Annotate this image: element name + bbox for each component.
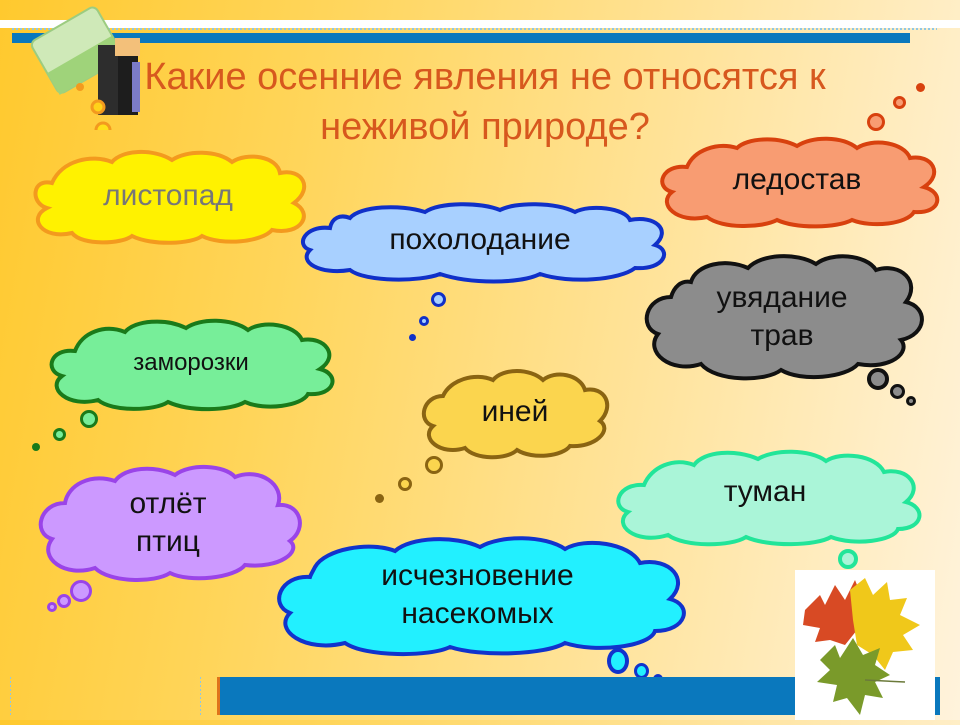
- bottom-dotted-divider: [10, 677, 11, 715]
- cloud-shape: [421, 369, 610, 460]
- cloud-label: исчезновение насекомых: [381, 559, 574, 630]
- cloud-label: отлёт птиц: [129, 487, 207, 558]
- cloud-uvyadanie[interactable]: увядание трав: [636, 252, 928, 382]
- cloud-iney[interactable]: иней: [415, 366, 615, 460]
- thought-bubble: [409, 334, 416, 341]
- cloud-shape: [660, 136, 940, 229]
- cloud-label: ледостав: [732, 162, 862, 196]
- thought-bubble: [419, 316, 429, 326]
- cloud-shape: [49, 318, 335, 412]
- cloud-ledostav[interactable]: ледостав: [652, 132, 942, 229]
- thought-bubble: [916, 83, 925, 92]
- thought-bubble: [53, 428, 66, 441]
- thought-bubble: [47, 602, 57, 612]
- thought-bubble: [890, 384, 905, 399]
- maple-leaves-photo: [795, 570, 935, 720]
- cloud-zamorozki[interactable]: заморозки: [40, 316, 342, 412]
- cloud-shape: [33, 149, 307, 245]
- cloud-shape: [301, 202, 667, 284]
- cloud-shape: [277, 536, 686, 657]
- cloud-otlet[interactable]: отлёт птиц: [30, 463, 306, 583]
- bottom-orange-accent: [217, 677, 222, 715]
- cloud-label: иней: [481, 395, 549, 428]
- cloud-label: похолодание: [389, 223, 571, 256]
- maple-leaf-icon: [803, 578, 920, 715]
- thought-bubble: [57, 594, 71, 608]
- thought-bubble: [607, 648, 629, 674]
- top-dotted-line: [12, 28, 937, 30]
- thought-bubble: [398, 477, 412, 491]
- thought-bubble: [32, 443, 40, 451]
- cloud-shape: [38, 464, 302, 582]
- cloud-listopad[interactable]: листопад: [22, 148, 314, 245]
- top-white-line: [0, 20, 960, 28]
- thought-bubble: [425, 456, 443, 474]
- thought-bubble: [70, 580, 92, 602]
- thought-bubble: [838, 549, 858, 569]
- thought-bubble: [375, 494, 384, 503]
- slide-title: Какие осенние явления не относятся к неж…: [144, 56, 826, 148]
- cloud-ischeznovenie[interactable]: исчезновение насекомых: [265, 535, 690, 657]
- cloud-label: увядание трав: [716, 281, 848, 352]
- thought-bubble: [867, 113, 885, 131]
- thought-bubble: [867, 368, 889, 390]
- cloud-label: заморозки: [133, 349, 249, 376]
- thought-bubble: [906, 396, 916, 406]
- thought-bubble: [893, 96, 906, 109]
- cloud-label: листопад: [103, 179, 233, 212]
- top-blue-bar: [12, 33, 910, 43]
- books-icon: [30, 6, 140, 130]
- cloud-poholodanie[interactable]: похолодание: [290, 200, 670, 284]
- thought-bubble: [80, 410, 98, 428]
- cloud-label: туман: [723, 475, 807, 508]
- cloud-tuman[interactable]: туман: [606, 447, 924, 547]
- cloud-shape: [644, 254, 924, 381]
- bottom-dotted-divider: [200, 677, 201, 715]
- cloud-shape: [616, 449, 922, 547]
- thought-bubble: [431, 292, 446, 307]
